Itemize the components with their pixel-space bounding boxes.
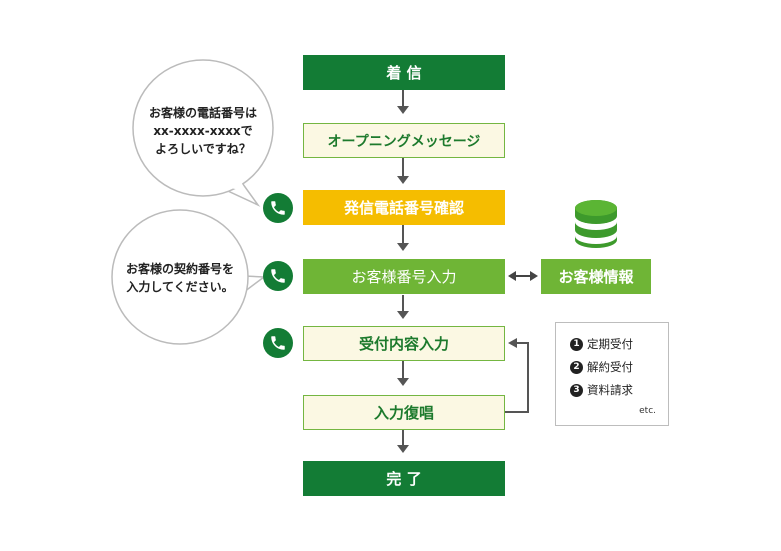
loop-arrow-icon bbox=[505, 338, 529, 413]
bubble-phone-confirm-line2: xx-xxxx-xxxxで bbox=[153, 124, 253, 138]
step-caller-id-check: 発信電話番号確認 bbox=[303, 190, 505, 225]
database-icon bbox=[575, 200, 617, 248]
bubble-contract-no-line2: 入力してください。 bbox=[126, 280, 234, 294]
step-opening: オープニングメッセージ bbox=[303, 123, 505, 158]
speech-bubble-contract-no bbox=[111, 209, 267, 345]
legend-number: 2 bbox=[570, 360, 583, 374]
phone-icon bbox=[263, 261, 293, 291]
bubble-phone-confirm-line1: お客様の電話番号は bbox=[148, 106, 257, 120]
legend-label: 解約受付 bbox=[587, 360, 633, 374]
legend-etc: etc. bbox=[639, 406, 656, 416]
legend-item: 2 解約受付 bbox=[570, 359, 633, 375]
legend-number: 3 bbox=[570, 383, 583, 397]
arrow-down-icon bbox=[397, 90, 409, 453]
phone-icon bbox=[263, 328, 293, 358]
step-readback: 入力復唱 bbox=[303, 395, 505, 430]
step-complete: 完 了 bbox=[303, 461, 505, 496]
legend-number: 1 bbox=[570, 337, 583, 351]
step-inquiry-input: 受付内容入力 bbox=[303, 326, 505, 361]
bubble-phone-confirm-line3: よろしいですね？ bbox=[155, 142, 251, 156]
legend-label: 資料請求 bbox=[587, 383, 633, 397]
bubble-contract-no-line1: お客様の契約番号を bbox=[125, 262, 234, 276]
inquiry-types-legend: 1 定期受付 2 解約受付 3 資料請求 etc. bbox=[555, 322, 669, 426]
speech-bubble-phone-confirm bbox=[132, 59, 274, 207]
step-incoming: 着 信 bbox=[303, 55, 505, 90]
double-arrow-icon bbox=[508, 271, 538, 281]
phone-icon bbox=[263, 193, 293, 223]
legend-label: 定期受付 bbox=[587, 337, 633, 351]
legend-item: 1 定期受付 bbox=[570, 336, 633, 352]
legend-item: 3 資料請求 bbox=[570, 382, 633, 398]
step-customer-no-input: お客様番号入力 bbox=[303, 259, 505, 294]
customer-info-box: お客様情報 bbox=[541, 259, 651, 294]
bubble-phone-confirm-text: お客様の電話番号は xx-xxxx-xxxxで よろしいですね？ bbox=[140, 104, 266, 158]
bubble-contract-no-text: お客様の契約番号を 入力してください。 bbox=[114, 260, 246, 296]
